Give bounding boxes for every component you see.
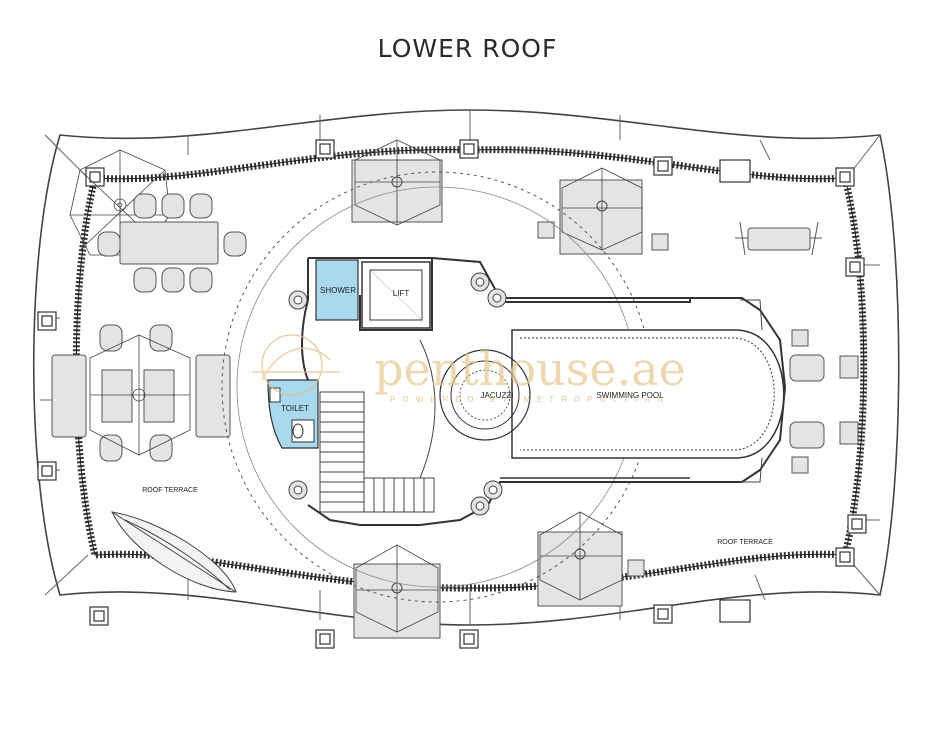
plan-title: LOWER ROOF bbox=[377, 34, 558, 63]
pillars bbox=[37, 139, 867, 649]
label-jacuzzi: JACUZZI bbox=[481, 391, 514, 400]
boat-sculpture bbox=[111, 511, 237, 593]
sofa-top-right bbox=[735, 221, 822, 256]
watermark-subtext: POWERED BY METROPOLITAN bbox=[390, 395, 670, 404]
label-lift: LIFT bbox=[393, 289, 410, 298]
staircase bbox=[319, 339, 436, 513]
label-roof-terrace-right: ROOF TERRACE bbox=[717, 539, 773, 546]
label-toilet: TOILET bbox=[281, 404, 309, 413]
dining-table-left bbox=[97, 193, 247, 293]
watermark-logo-icon bbox=[252, 334, 340, 396]
label-roof-terrace-left: ROOF TERRACE bbox=[142, 487, 198, 494]
lounger-bottom-2 bbox=[537, 511, 645, 607]
lounger-bottom-1 bbox=[353, 544, 441, 639]
planters bbox=[288, 272, 507, 516]
lift-shaft bbox=[361, 261, 431, 329]
label-swimming-pool: SWIMMING POOL bbox=[596, 391, 664, 400]
toilet-room bbox=[267, 379, 319, 449]
lounger-top-2 bbox=[537, 167, 669, 255]
shower-room bbox=[315, 259, 359, 321]
chairs-right bbox=[789, 329, 859, 474]
lounge-left bbox=[51, 324, 231, 462]
jacuzzi bbox=[439, 349, 531, 441]
swimming-pool bbox=[511, 299, 785, 483]
label-shower: SHOWER bbox=[320, 286, 356, 295]
watermark-text: penthouse.ae bbox=[374, 342, 686, 396]
watermark: penthouse.ae POWERED BY METROPOLITAN bbox=[252, 334, 686, 404]
